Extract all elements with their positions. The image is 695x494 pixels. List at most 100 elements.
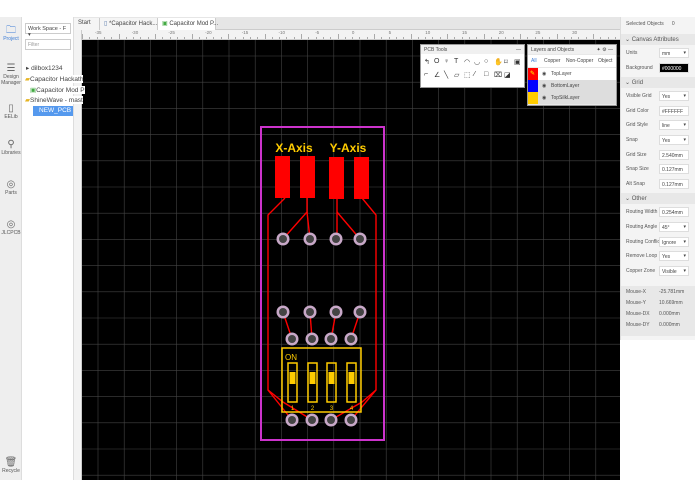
layer-row-topsilklayer[interactable]: ◉ TopSilkLayer: [528, 92, 616, 104]
section-other[interactable]: ⌄ Other: [621, 193, 695, 205]
prop-alt-snap-input[interactable]: 0.127mm: [659, 178, 689, 189]
prop-routing-conflict-select[interactable]: Ignore: [659, 236, 689, 247]
pcb-tool-button[interactable]: ✋: [494, 59, 503, 66]
prop-snap-select[interactable]: Yes: [659, 135, 689, 145]
smd-pad[interactable]: [329, 157, 344, 199]
layer-row-toplayer[interactable]: ✎◉TopLayer: [528, 68, 616, 80]
sidebar-item-jlcpcb[interactable]: ◎JLCPCB: [0, 219, 22, 236]
tab-start[interactable]: Start: [74, 18, 100, 30]
sidebar-item-parts[interactable]: ◎Parts: [0, 179, 22, 196]
prop-label: Alt Snap: [626, 180, 645, 187]
prop-grid-color-input[interactable]: #FFFFFF: [659, 105, 689, 116]
layer-tab-object[interactable]: Object: [598, 58, 613, 64]
pcb-tool-button[interactable]: ⌑: [504, 59, 508, 66]
tree-item-selected-pcb[interactable]: NEW_PCB: [33, 106, 73, 116]
pcb-tool-button[interactable]: ⬚: [464, 72, 471, 79]
pcb-tool-button[interactable]: O: [434, 58, 440, 65]
eye-icon[interactable]: ◉: [542, 95, 547, 101]
tree-item-file[interactable]: ▣Capacitor Mod P: [30, 86, 85, 94]
pcb-tool-button[interactable]: ▣: [514, 59, 521, 66]
prop-units-select[interactable]: mm: [659, 48, 689, 58]
switch-knob: [309, 372, 316, 384]
folder-icon: ▰: [25, 76, 30, 83]
mouse-label: Mouse-X: [626, 289, 647, 296]
prop-remove-loop-select[interactable]: Yes: [659, 251, 689, 262]
pcb-tool-button[interactable]: ♀: [444, 58, 450, 65]
pcb-tool-button[interactable]: ◪: [504, 72, 511, 79]
prop-grid-size-input[interactable]: 2.540mm: [659, 149, 689, 160]
tab-capacitor-mod[interactable]: ▣ Capacitor Mod P...: [158, 18, 218, 30]
smd-pad[interactable]: [275, 156, 290, 198]
sidebar-item-recycle[interactable]: 🗑Recycle: [0, 457, 22, 474]
pcb-tool-button[interactable]: ∠: [434, 72, 441, 79]
smd-pad[interactable]: [300, 156, 315, 198]
prop-visible-grid-select[interactable]: Yes: [659, 91, 689, 102]
ruler-label: -5: [315, 30, 320, 35]
layer-tab-all[interactable]: All: [531, 58, 537, 64]
drill-hole: [308, 416, 316, 424]
eye-icon[interactable]: ◉: [542, 71, 547, 77]
filter-input[interactable]: Filter: [25, 39, 71, 50]
eye-icon[interactable]: ◉: [542, 83, 547, 89]
layer-tab-non-copper[interactable]: Non-Copper: [566, 58, 594, 64]
layer-row-bottomlayer[interactable]: ◉BottomLayer: [528, 80, 616, 92]
tree-item-folder[interactable]: ▰ShineWave - mast: [25, 96, 83, 104]
prop-background-input[interactable]: #000000: [659, 62, 689, 73]
prop-routing-angle-select[interactable]: 45°: [659, 222, 689, 232]
layer-tab-copper[interactable]: Copper: [544, 58, 561, 64]
pcb-tool-button[interactable]: ◡: [474, 59, 481, 66]
tree-item-label: Capacitor Mod P: [36, 87, 85, 94]
pcb-tool-button[interactable]: ▱: [454, 72, 460, 79]
layer-color-swatch[interactable]: ✎: [528, 68, 538, 80]
section-grid[interactable]: ⌄ Grid: [621, 77, 695, 89]
ruler-label: 15: [462, 30, 468, 35]
tree-item-user[interactable]: ▸ dilbox1234: [26, 64, 63, 72]
drill-hole: [332, 235, 340, 243]
pcb-tool-button[interactable]: ⁄: [474, 71, 476, 78]
sidebar-item-design-manager[interactable]: ☰Design Manager: [0, 63, 22, 86]
minimize-icon[interactable]: —: [516, 47, 521, 53]
prop-grid-style-select[interactable]: line: [659, 120, 689, 131]
sidebar-item-project[interactable]: 🗀Project: [0, 25, 22, 42]
sidebar-item-label: Project: [3, 36, 19, 42]
board-outline: [260, 126, 385, 441]
switch-number: 4: [350, 406, 354, 412]
sidebar-item-libraries[interactable]: ⚲Libraries: [0, 139, 22, 156]
sidebar-item-label: Design Manager: [1, 74, 21, 86]
sidebar-item-eelib[interactable]: ▯EELib: [0, 103, 22, 120]
section-title: Canvas Attributes: [631, 37, 679, 43]
workspace-select[interactable]: Work Space - F ▾: [25, 23, 71, 38]
drill-hole: [279, 235, 287, 243]
workspace-value: Work Space - F: [28, 26, 67, 32]
layer-name: TopSilkLayer: [551, 95, 580, 101]
tree-item-folder[interactable]: ▰Capacitor Hackath: [25, 75, 84, 83]
pcb-tool-button[interactable]: ⌐: [424, 71, 429, 78]
prop-routing-width-input[interactable]: 0.254mm: [659, 207, 689, 218]
smd-pad[interactable]: [354, 157, 369, 199]
pcb-tool-button[interactable]: T: [454, 58, 459, 65]
section-canvas[interactable]: ⌄ Canvas Attributes: [621, 34, 695, 45]
search-icon: ⚲: [7, 139, 15, 150]
jlcpcb-icon: ◎: [6, 219, 16, 230]
pcb-tool-button[interactable]: ⌧: [494, 72, 503, 79]
pin-icon[interactable]: ✦ ⚙ —: [596, 47, 613, 53]
prop-label: Routing Angle: [626, 224, 658, 230]
pcb-tool-button[interactable]: ○: [484, 58, 489, 65]
layer-color-swatch[interactable]: [528, 92, 538, 104]
tab-capacitor-hack[interactable]: ▯ *Capacitor Hack...: [100, 18, 158, 30]
prop-copper-zone-select[interactable]: Visible: [659, 265, 689, 276]
prop-label: Routing Conflict: [626, 238, 662, 245]
copper-trace: [330, 389, 377, 421]
pcb-tool-button[interactable]: ↰: [424, 59, 430, 66]
prop-snap-size-input[interactable]: 0.127mm: [659, 164, 689, 175]
prop-label: Remove Loop: [626, 253, 658, 260]
prop-label: Visible Grid: [626, 93, 652, 100]
layer-color-swatch[interactable]: [528, 80, 538, 92]
tree-item-label: Capacitor Hackath: [30, 76, 84, 83]
pcb-tool-button[interactable]: ╲: [444, 72, 449, 79]
pcb-tool-button[interactable]: ◠: [464, 59, 471, 66]
pcb-tool-button[interactable]: □: [484, 71, 489, 78]
